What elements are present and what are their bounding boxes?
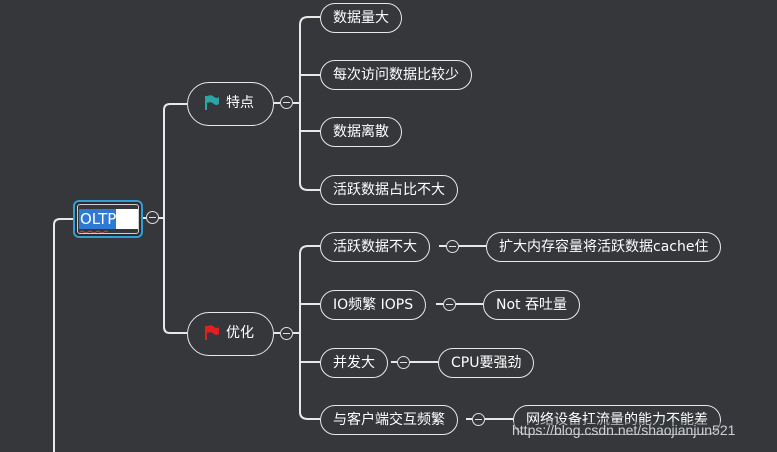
topic-collapse-toggle[interactable]	[446, 240, 459, 253]
flag-icon	[205, 95, 219, 110]
branch-node-optimization[interactable]: 优化	[187, 312, 274, 356]
leaf-node[interactable]: 数据量大	[320, 3, 402, 33]
flag-shape	[207, 95, 219, 105]
root-collapse-toggle[interactable]	[146, 211, 159, 224]
branch-label: 特点	[226, 95, 254, 111]
root-node-label[interactable]: OLTP	[79, 209, 117, 229]
flag-shape	[207, 325, 219, 335]
root-node-oltp[interactable]: OLTP	[73, 200, 143, 238]
leaf-node[interactable]: 每次访问数据比较少	[320, 60, 472, 90]
leaf-node[interactable]: 活跃数据占比不大	[320, 175, 458, 205]
subtopic-node[interactable]: 扩大内存容量将活跃数据cache住	[486, 232, 722, 262]
subtopic-node[interactable]: CPU要强劲	[438, 348, 535, 378]
flag-icon	[205, 325, 219, 340]
topic-node[interactable]: 活跃数据不大	[320, 232, 430, 262]
topic-collapse-toggle[interactable]	[472, 413, 485, 426]
branch-node-features[interactable]: 特点	[187, 82, 274, 126]
branch-label: 优化	[226, 325, 254, 341]
subtopic-node[interactable]: Not 吞吐量	[483, 290, 580, 320]
text-cursor-area	[116, 209, 138, 229]
topic-collapse-toggle[interactable]	[443, 298, 456, 311]
spellcheck-underline	[80, 230, 109, 233]
topic-node[interactable]: 并发大	[320, 348, 388, 378]
topic-node[interactable]: IO频繁 IOPS	[320, 290, 427, 320]
leaf-node[interactable]: 数据离散	[320, 117, 402, 147]
topic-collapse-toggle[interactable]	[397, 356, 410, 369]
watermark-text: https://blog.csdn.net/shaojianjun521	[512, 422, 736, 438]
branch-optimization-collapse-toggle[interactable]	[280, 327, 293, 340]
topic-node[interactable]: 与客户端交互频繁	[320, 405, 458, 435]
branch-features-collapse-toggle[interactable]	[280, 96, 293, 109]
subtopic-node[interactable]: 网络设备扛流量的能力不能差	[513, 405, 721, 435]
